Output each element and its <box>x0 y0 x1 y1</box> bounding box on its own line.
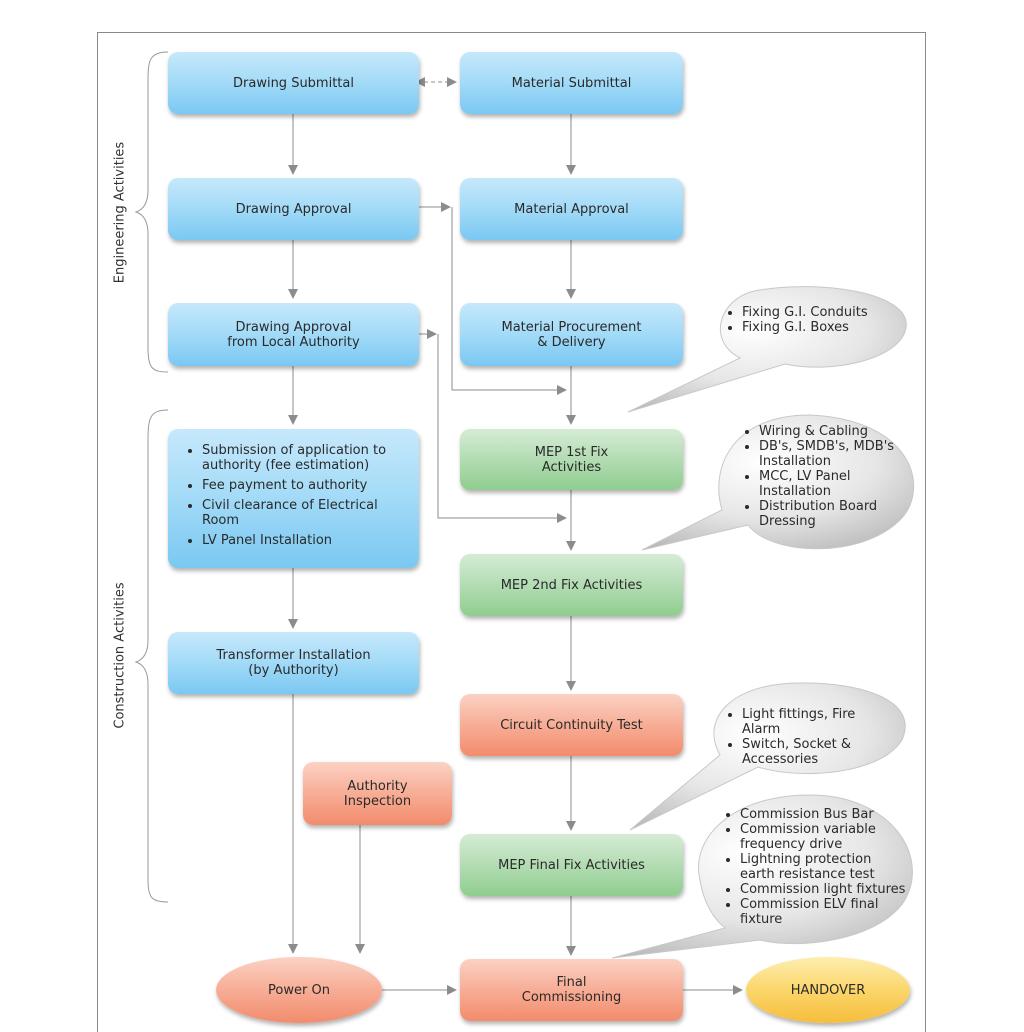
mep-2nd-fix-node: MEP 2nd Fix Activities <box>460 554 683 616</box>
diagram-frame <box>97 32 926 1032</box>
callout-bubble-final-fix <box>629 682 906 831</box>
authority-task-item: Civil clearance of Electrical Room <box>202 498 409 528</box>
callout-item: Commission light fixtures <box>740 882 906 897</box>
final-commissioning-node: Final Commissioning <box>460 959 683 1021</box>
callout-item: Fixing G.I. Boxes <box>742 320 898 335</box>
construction-bracket <box>134 409 169 903</box>
callout-final-fix: Light fittings, Fire Alarm Switch, Socke… <box>728 707 896 767</box>
engineering-activities-label: Engineering Activities <box>112 141 128 284</box>
construction-activities-label: Construction Activities <box>112 582 128 729</box>
callout-bubble-commissioning <box>611 794 913 959</box>
engineering-bracket <box>134 51 169 373</box>
callout-item: Commission ELV final fixture <box>740 897 906 927</box>
authority-inspection-node: Authority Inspection <box>303 762 452 825</box>
drawing-approval-local-node: Drawing Approval from Local Authority <box>168 303 419 366</box>
callout-item: Switch, Socket & Accessories <box>742 737 896 767</box>
callout-item: Distribution Board Dressing <box>759 499 905 529</box>
callout-first-fix: Fixing G.I. Conduits Fixing G.I. Boxes <box>728 305 898 335</box>
transformer-installation-node: Transformer Installation (by Authority) <box>168 632 419 694</box>
authority-tasks-node: Submission of application to authority (… <box>168 429 419 568</box>
callout-item: MCC, LV Panel Installation <box>759 469 905 499</box>
callout-item: Fixing G.I. Conduits <box>742 305 898 320</box>
mep-final-fix-node: MEP Final Fix Activities <box>460 834 683 896</box>
drawing-submittal-node: Drawing Submittal <box>168 52 419 114</box>
material-approval-node: Material Approval <box>460 178 683 240</box>
mep-1st-fix-node: MEP 1st Fix Activities <box>460 429 683 490</box>
drawing-approval-node: Drawing Approval <box>168 178 419 240</box>
authority-tasks-list: Submission of application to authority (… <box>188 443 409 548</box>
material-submittal-node: Material Submittal <box>460 52 683 114</box>
callout-second-fix: Wiring & Cabling DB's, SMDB's, MDB's Ins… <box>745 424 905 529</box>
callout-item: DB's, SMDB's, MDB's Installation <box>759 439 905 469</box>
callout-bubble-first-fix <box>627 286 907 413</box>
callout-bubble-second-fix <box>641 414 915 551</box>
handover-node: HANDOVER <box>746 957 910 1023</box>
authority-task-item: LV Panel Installation <box>202 533 409 548</box>
callout-item: Commission variable frequency drive <box>740 822 906 852</box>
callout-item: Lightning protection earth resistance te… <box>740 852 906 882</box>
callout-item: Light fittings, Fire Alarm <box>742 707 896 737</box>
authority-task-item: Submission of application to authority (… <box>202 443 409 473</box>
callout-item: Wiring & Cabling <box>759 424 905 439</box>
material-procurement-node: Material Procurement & Delivery <box>460 303 683 366</box>
callout-item: Commission Bus Bar <box>740 807 906 822</box>
circuit-continuity-test-node: Circuit Continuity Test <box>460 694 683 756</box>
authority-task-item: Fee payment to authority <box>202 478 409 493</box>
power-on-node: Power On <box>216 957 382 1023</box>
callout-commissioning: Commission Bus Bar Commission variable f… <box>726 807 906 927</box>
